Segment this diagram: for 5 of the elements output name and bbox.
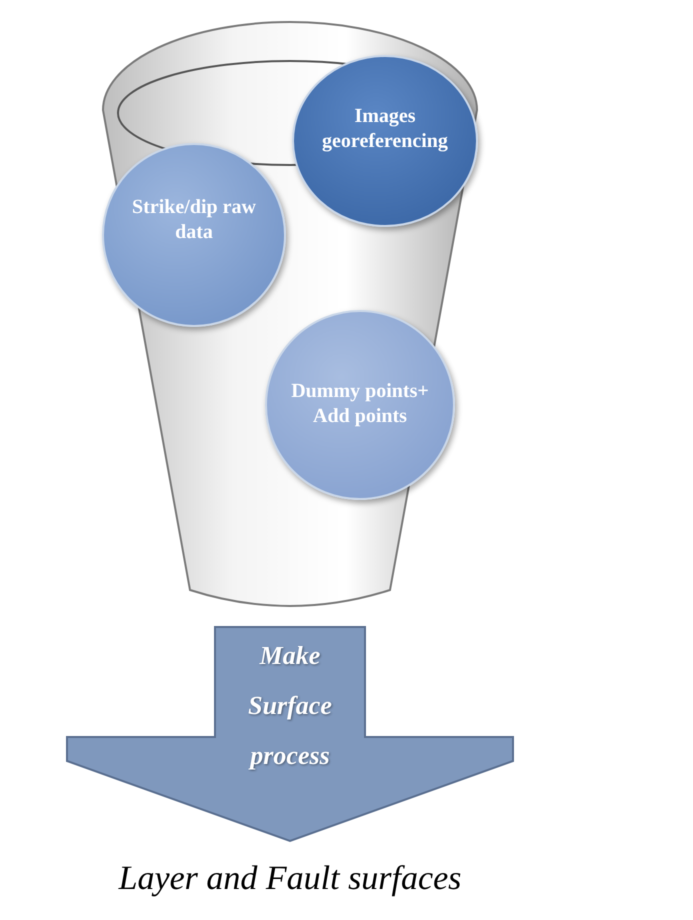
arrow-label: Make Surface process <box>247 640 333 772</box>
circle-label: Images georeferencing <box>321 104 449 154</box>
circle-label: Dummy points+ Add points <box>290 379 430 429</box>
circle-label: Strike/dip raw data <box>131 194 257 245</box>
result-label: Layer and Fault surfaces <box>117 860 462 898</box>
